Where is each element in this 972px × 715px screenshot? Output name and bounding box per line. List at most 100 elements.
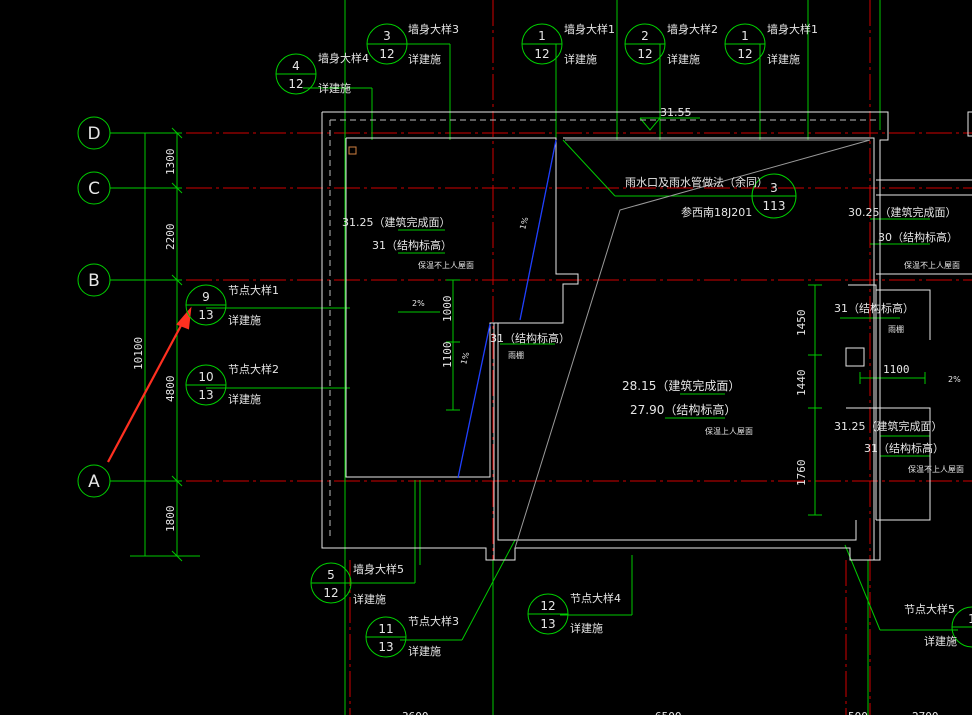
r-struct-level: 31（结构标高） [834, 301, 914, 315]
callout-title: 墙身大样1 [564, 22, 615, 36]
callout-detail-number: 10 [198, 370, 213, 384]
callout-sheet-number: 12 [379, 47, 394, 61]
dim-bottom-4: 2700 [912, 710, 939, 715]
slope-2: 2% [412, 299, 425, 308]
detail-callout: 1 节点大样5 详建施 [904, 602, 972, 648]
callout-note: 详建施 [667, 52, 700, 66]
dim-a-end: 1800 [164, 506, 177, 533]
callout-detail-number: 1 [538, 29, 546, 43]
drain-outlet [348, 146, 357, 155]
callout-detail-number: 3 [383, 29, 391, 43]
wall-outline [321, 111, 972, 561]
slope-3: 1% [459, 351, 471, 366]
callout-title: 墙身大样3 [408, 22, 459, 36]
tr-finish-level: 30.25（建筑完成面） [848, 205, 957, 219]
callout-sheet-number: 12 [637, 47, 652, 61]
dim-bottom-1: 3600 [402, 710, 429, 715]
callout-sheet-number: 12 [534, 47, 549, 61]
callout-note: 详建施 [564, 52, 597, 66]
callout-title: 节点大样4 [570, 591, 621, 605]
dim-bottom-2: 6500 [655, 710, 682, 715]
left-roof-type: 保温不上人屋面 [418, 260, 474, 270]
callout-note: 详建施 [408, 644, 441, 658]
callout-title: 节点大样1 [228, 283, 279, 297]
callout-detail-number: 11 [378, 622, 393, 636]
mid-canopy: 雨棚 [508, 350, 524, 360]
dim-right-3: 1760 [795, 460, 808, 487]
main-finish-level: 28.15（建筑完成面） [622, 378, 740, 393]
callout-note: 详建施 [408, 52, 441, 66]
callout-title: 节点大样5 [904, 602, 955, 616]
dim-bottom-3: 500 [848, 710, 868, 715]
callout-detail-number: 5 [327, 568, 335, 582]
parapet-dashed [329, 119, 880, 540]
detail-callout: 3 113 雨水口及雨水管做法（余同） 参西南18J201 [625, 173, 797, 219]
callout-detail-number: 4 [292, 59, 300, 73]
axis-bubble-d: D [77, 116, 140, 150]
callout-note: 详建施 [228, 313, 261, 327]
axis-bubble-b: B [77, 263, 140, 297]
callout-detail-number: 12 [540, 599, 555, 613]
callout-title: 墙身大样2 [667, 22, 718, 36]
tr-struct-level: 30（结构标高） [878, 230, 958, 244]
mid-struct-level: 31（结构标高） [490, 331, 570, 345]
br-roof-type: 保温不上人屋面 [908, 464, 964, 474]
dim-right-2: 1440 [795, 370, 808, 397]
callout-note: 详建施 [570, 621, 603, 635]
dimension-lines [130, 0, 958, 715]
roof-ridge [514, 139, 871, 549]
callout-title: 墙身大样4 [318, 51, 369, 65]
dim-inner-1: 1000 [441, 296, 454, 323]
dim-d-c: 1300 [164, 149, 177, 176]
axis-label: A [88, 472, 100, 492]
slope-1: 1% [518, 216, 530, 231]
callout-sheet-number: 13 [198, 388, 213, 402]
axis-bubble-a: A [77, 464, 140, 498]
callout-sheet-number: 113 [763, 199, 786, 213]
callout-note: 详建施 [924, 634, 957, 648]
dim-right-horizontal: 1100 [883, 363, 910, 376]
dim-b-a: 4800 [164, 376, 177, 403]
callout-note: 详建施 [228, 392, 261, 406]
detail-callouts: 312墙身大样3详建施412墙身大样4详建施112墙身大样1详建施212墙身大样… [185, 22, 972, 658]
callout-sheet-number: 13 [540, 617, 555, 631]
tr-roof-type: 保温不上人屋面 [904, 260, 960, 270]
left-struct-level: 31（结构标高） [372, 238, 452, 252]
callout-title: 墙身大样1 [767, 22, 818, 36]
callout-note: 详建施 [353, 592, 386, 606]
axis-label: D [87, 124, 100, 144]
callout-sheet-number: 12 [737, 47, 752, 61]
main-struct-level: 27.90（结构标高） [630, 402, 736, 417]
slope-4: 2% [948, 375, 961, 384]
callout-detail-number: 3 [770, 181, 778, 195]
dim-total: 10100 [132, 337, 145, 370]
callout-title: 雨水口及雨水管做法（余同） [625, 175, 768, 189]
detail-callout: 1 12 墙身大样1 详建施 [521, 22, 615, 66]
parapet-level: 31.55 [660, 106, 692, 119]
dim-inner-2: 1100 [441, 342, 454, 369]
callout-detail-number: 1 [741, 29, 749, 43]
left-finish-level: 31.25（建筑完成面） [342, 215, 451, 229]
axis-lines [112, 0, 972, 715]
callout-detail-number: 1 [968, 612, 972, 626]
callout-title: 节点大样3 [408, 614, 459, 628]
callout-detail-number: 9 [202, 290, 210, 304]
axis-label: C [88, 179, 100, 199]
callout-note: 详建施 [318, 81, 351, 95]
dim-right-1: 1450 [795, 310, 808, 337]
callout-sheet-number: 13 [378, 640, 393, 654]
detail-callout: 12 13 节点大样4 详建施 [527, 591, 621, 635]
callout-note: 参西南18J201 [681, 205, 752, 219]
callout-title: 节点大样2 [228, 362, 279, 376]
axis-bubbles: D C B A [77, 116, 140, 498]
axis-bubble-c: C [77, 171, 140, 205]
callout-title: 墙身大样5 [353, 562, 404, 576]
br-struct-level: 31（结构标高） [864, 441, 944, 455]
red-arrow [107, 306, 192, 463]
